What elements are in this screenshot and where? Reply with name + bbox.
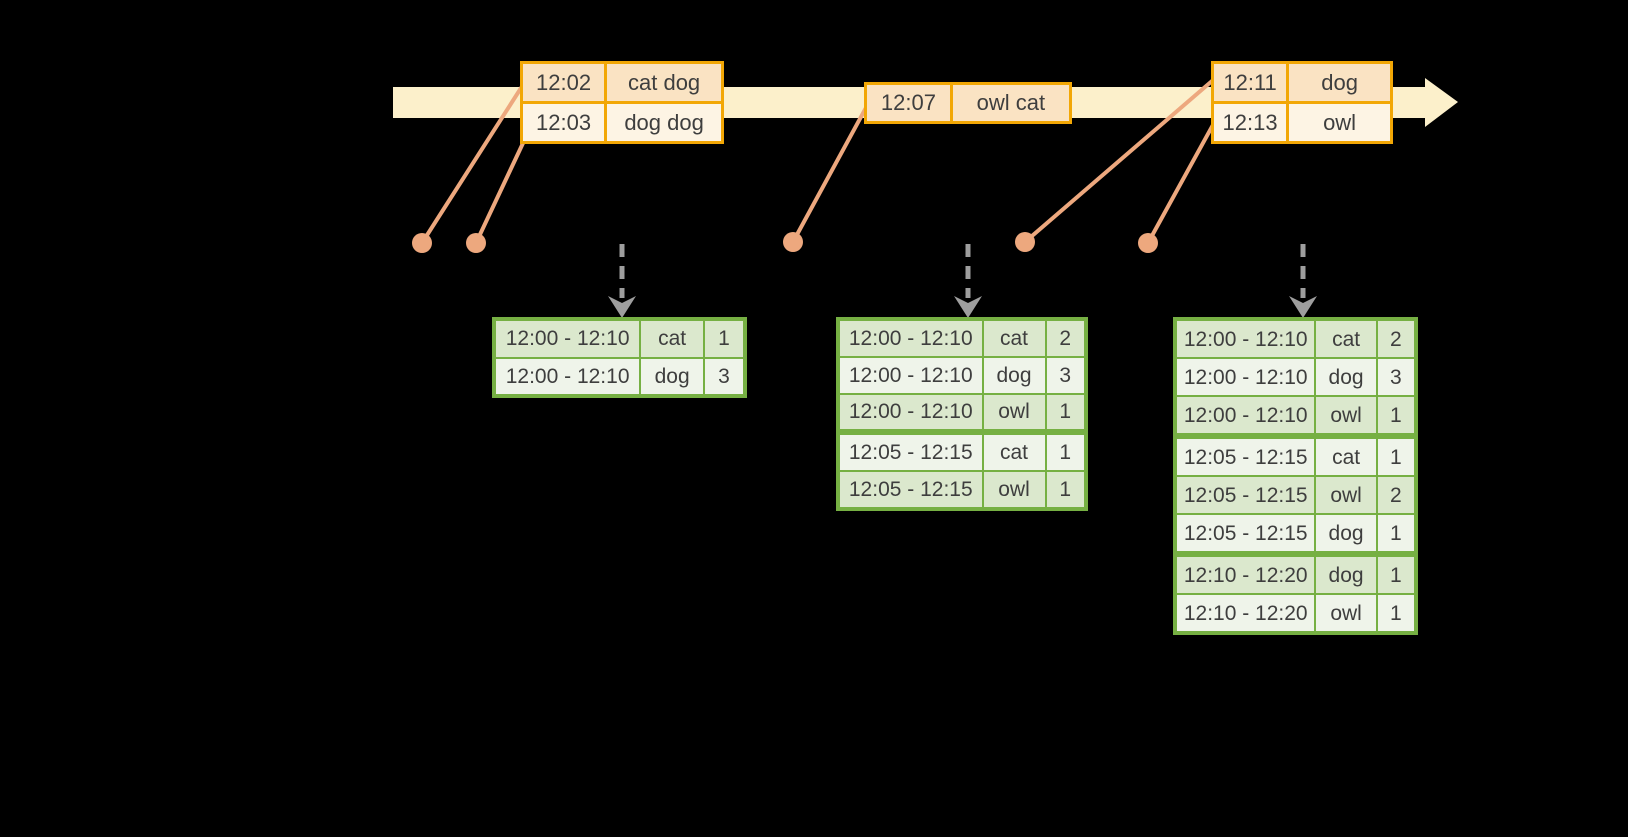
cell-word: dog bbox=[983, 357, 1045, 393]
cell-word: owl bbox=[1316, 397, 1376, 433]
cell-word: dog bbox=[1316, 557, 1376, 593]
cell-word: owl bbox=[1316, 595, 1376, 631]
cell-window: 12:00 - 12:10 bbox=[1177, 397, 1315, 433]
cell-count: 1 bbox=[1377, 515, 1414, 551]
cell-count: 2 bbox=[1046, 321, 1084, 356]
event-dot-icon bbox=[783, 232, 803, 252]
cell-words: cat dog bbox=[607, 64, 721, 101]
cell-window: 12:05 - 12:15 bbox=[1177, 477, 1315, 513]
cell-word: owl bbox=[983, 472, 1045, 507]
event-connector-line bbox=[791, 102, 870, 244]
cell-window: 12:00 - 12:10 bbox=[496, 358, 640, 394]
cell-word: dog bbox=[1316, 359, 1376, 395]
cell-word: dog bbox=[641, 358, 703, 394]
event-connector-line bbox=[474, 139, 526, 245]
cell-words: dog dog bbox=[607, 104, 721, 141]
cell-time: 12:02 bbox=[523, 64, 605, 101]
cell-count: 1 bbox=[1377, 439, 1414, 475]
event-dot-icon bbox=[1015, 232, 1035, 252]
trigger-arrows bbox=[608, 244, 1317, 318]
event-connectors bbox=[420, 79, 1216, 245]
event-dot-icon bbox=[466, 233, 486, 253]
cell-time: 12:11 bbox=[1214, 64, 1287, 101]
cell-count: 1 bbox=[1377, 557, 1414, 593]
cell-window: 12:00 - 12:10 bbox=[840, 321, 982, 356]
cell-window: 12:05 - 12:15 bbox=[840, 435, 982, 471]
cell-window: 12:10 - 12:20 bbox=[1177, 595, 1315, 631]
cell-time: 12:07 bbox=[867, 85, 950, 121]
cell-count: 1 bbox=[1046, 435, 1084, 471]
cell-count: 1 bbox=[705, 321, 743, 357]
event-connector-line bbox=[1023, 79, 1214, 244]
cell-word: cat bbox=[983, 321, 1045, 356]
cell-window: 12:05 - 12:15 bbox=[840, 472, 982, 507]
cell-count: 1 bbox=[1377, 595, 1414, 631]
cell-count: 3 bbox=[705, 358, 743, 394]
cell-words: dog bbox=[1289, 64, 1390, 101]
cell-time: 12:03 bbox=[523, 104, 605, 141]
cell-count: 3 bbox=[1377, 359, 1414, 395]
cell-word: owl bbox=[983, 394, 1045, 430]
cell-word: dog bbox=[1316, 515, 1376, 551]
down-arrow-icon bbox=[954, 296, 982, 318]
cell-count: 2 bbox=[1377, 321, 1414, 357]
cell-window: 12:00 - 12:10 bbox=[496, 321, 640, 357]
cell-words: owl bbox=[1289, 104, 1390, 141]
cell-words: owl cat bbox=[952, 85, 1069, 121]
event-dot-icon bbox=[1138, 233, 1158, 253]
cell-word: cat bbox=[1316, 439, 1376, 475]
cell-count: 1 bbox=[1046, 472, 1084, 507]
cell-word: cat bbox=[983, 435, 1045, 471]
cell-window: 12:05 - 12:15 bbox=[1177, 515, 1315, 551]
down-arrow-icon bbox=[608, 296, 636, 318]
cell-word: cat bbox=[1316, 321, 1376, 357]
cell-count: 3 bbox=[1046, 357, 1084, 393]
cell-count: 1 bbox=[1377, 397, 1414, 433]
cell-time: 12:13 bbox=[1214, 104, 1287, 141]
cell-count: 2 bbox=[1377, 477, 1414, 513]
timeline-arrowhead-icon bbox=[1425, 78, 1458, 127]
cell-word: cat bbox=[641, 321, 703, 357]
cell-window: 12:00 - 12:10 bbox=[1177, 359, 1315, 395]
event-dots bbox=[412, 232, 1158, 253]
cell-window: 12:00 - 12:10 bbox=[840, 357, 982, 393]
cell-count: 1 bbox=[1046, 394, 1084, 430]
cell-window: 12:10 - 12:20 bbox=[1177, 557, 1315, 593]
event-connector-line bbox=[420, 86, 523, 245]
cell-window: 12:00 - 12:10 bbox=[840, 394, 982, 430]
cell-word: owl bbox=[1316, 477, 1376, 513]
cell-window: 12:05 - 12:15 bbox=[1177, 439, 1315, 475]
down-arrow-icon bbox=[1289, 296, 1317, 318]
cell-window: 12:00 - 12:10 bbox=[1177, 321, 1315, 357]
event-connector-line bbox=[1146, 121, 1216, 245]
event-dot-icon bbox=[412, 233, 432, 253]
